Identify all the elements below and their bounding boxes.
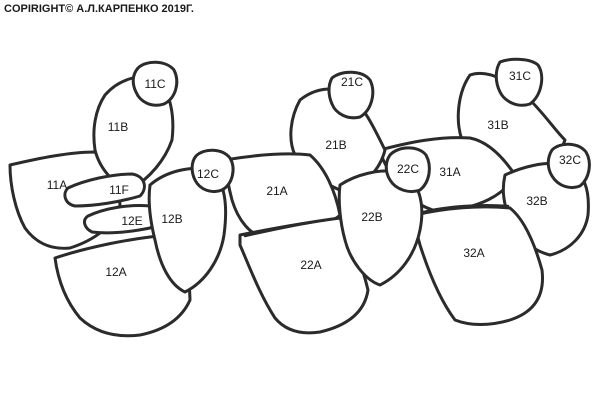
label-31b: 31B — [487, 118, 508, 132]
part-21c-headrest — [327, 70, 375, 120]
label-32c: 32C — [559, 153, 581, 167]
label-12e: 12E — [121, 214, 142, 228]
label-11f: 11F — [109, 183, 129, 197]
label-21b: 21B — [325, 138, 346, 152]
label-12a: 12A — [105, 265, 126, 279]
part-12a-cushion — [53, 233, 192, 338]
part-12e-armrest — [83, 204, 159, 235]
label-31a: 31A — [439, 165, 460, 179]
label-21c: 21C — [341, 75, 363, 89]
label-22b: 22B — [361, 210, 382, 224]
part-11c-headrest — [131, 60, 179, 107]
label-11a: 11A — [47, 178, 67, 192]
label-32b: 32B — [526, 194, 547, 208]
label-22a: 22A — [300, 258, 321, 272]
part-12c-headrest — [190, 148, 235, 194]
seam-21a-22a — [243, 216, 340, 238]
label-21a: 21A — [266, 184, 287, 198]
part-32c-headrest — [546, 142, 591, 190]
copyright-notice: COPIRIGHT© А.Л.КАРПЕНКО 2019Г. — [4, 3, 194, 15]
seam-31a-32a — [418, 204, 510, 215]
label-32a: 32A — [463, 246, 484, 260]
label-12b: 12B — [161, 212, 182, 226]
label-11b: 11B — [108, 120, 128, 134]
part-11f-armrest — [63, 172, 146, 208]
label-22c: 22C — [397, 162, 419, 176]
label-12c: 12C — [197, 167, 219, 181]
part-22c-headrest — [384, 146, 431, 194]
label-31c: 31C — [509, 69, 531, 83]
part-31c-headrest — [494, 57, 544, 107]
label-11c: 11C — [144, 77, 165, 91]
part-32a-cushion — [413, 205, 545, 326]
